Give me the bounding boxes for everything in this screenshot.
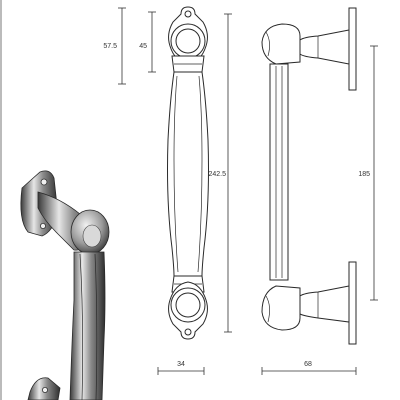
side-bottom-knob <box>261 285 301 331</box>
render-bottom-screw-hole <box>42 386 49 393</box>
dim-label-grip-width: 34 <box>177 361 185 368</box>
handle-side-view <box>261 7 357 345</box>
front-bottom-screw-hole <box>184 328 192 336</box>
dimension-grip-width: 34 <box>157 361 205 375</box>
front-bottom-boss-inner <box>175 292 201 318</box>
dim-label-projection: 68 <box>304 361 312 368</box>
render-grip-edge-2 <box>94 253 98 400</box>
dim-label-boss-height: 45 <box>139 43 147 50</box>
side-bottom-knob-detail <box>265 295 270 323</box>
side-bottom-wall-plate <box>348 261 357 345</box>
side-top-knob-detail <box>265 31 270 57</box>
handle-3d-render <box>20 170 110 400</box>
render-top-screw-hole-lower <box>40 222 47 229</box>
dim-label-hole-spacing-top: 57.5 <box>103 43 117 50</box>
front-top-screw-hole <box>184 10 192 18</box>
side-top-boss <box>299 29 350 65</box>
dimension-hole-spacing-top: 57.5 <box>103 7 126 85</box>
render-top-knob-highlight <box>82 224 102 248</box>
side-grip-bar <box>269 63 289 281</box>
front-grip-body <box>167 71 209 277</box>
front-top-boss-inner <box>175 28 201 54</box>
side-top-knob <box>261 23 301 65</box>
render-grip-bar <box>69 251 106 400</box>
render-top-screw-hole <box>40 178 48 186</box>
dimension-projection: 68 <box>261 361 357 375</box>
front-grip-crease-left <box>173 75 179 273</box>
side-bottom-boss <box>299 285 350 323</box>
dim-label-hole-center-distance: 185 <box>358 171 370 178</box>
dimension-overall-length: 242.5 <box>208 13 232 333</box>
dimension-boss-height: 45 <box>139 11 156 73</box>
render-grip-edge <box>79 253 84 400</box>
dimension-hole-center-distance: 185 <box>358 45 378 301</box>
front-grip-crease-right <box>197 75 203 273</box>
dim-label-overall-length: 242.5 <box>208 171 226 178</box>
handle-front-view <box>167 6 209 340</box>
side-top-wall-plate <box>348 7 357 91</box>
